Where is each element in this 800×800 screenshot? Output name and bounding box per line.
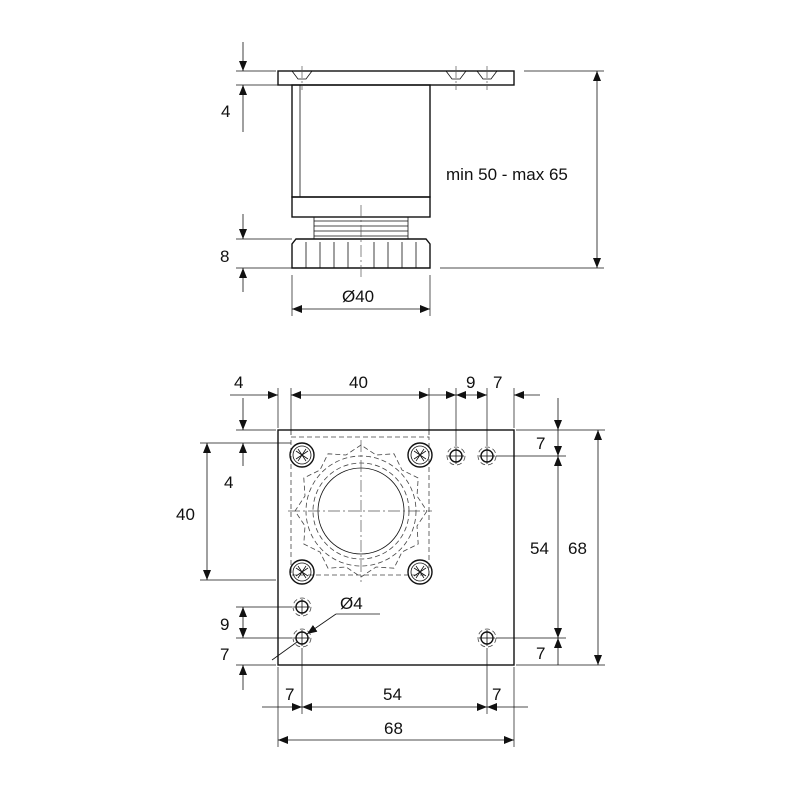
hole-top-2: [477, 446, 497, 466]
dim-label-diameter: Ø40: [342, 287, 374, 306]
dim-diameter: Ø40: [291, 275, 431, 316]
plate-screw-left: [291, 66, 313, 90]
hole-bottom-right: [477, 628, 497, 648]
dim-label-plate-thickness: 4: [221, 102, 230, 121]
dim-label-top-gap-a: 9: [466, 373, 475, 392]
dim-label-foot-height: 8: [220, 247, 229, 266]
dim-label-height-range: min 50 - max 65: [446, 165, 568, 184]
screw-top-left-icon: [289, 442, 315, 468]
dim-label-top-span: 40: [349, 373, 368, 392]
dim-bottom: 7 54 7 68: [262, 648, 528, 747]
dim-label-right-bottom: 7: [536, 644, 545, 663]
dim-right: 7 54 68 7: [496, 398, 605, 666]
dim-label-bottom-span: 54: [383, 685, 402, 704]
dim-label-right-total: 68: [568, 539, 587, 558]
plate-screw-right: [476, 66, 498, 90]
dim-label-left-bottom: 7: [220, 645, 229, 664]
leg-tube: [291, 84, 431, 198]
dim-label-bottom-right: 7: [492, 685, 501, 704]
dim-label-right-top: 7: [536, 434, 545, 453]
dim-label-hole-diameter: Ø4: [340, 594, 363, 613]
base-plate: [277, 429, 515, 666]
hole-top-1: [446, 446, 466, 466]
hole-left-1: [292, 597, 312, 617]
hole-left-2: [292, 628, 312, 648]
dim-height-range: min 50 - max 65: [440, 70, 604, 269]
side-view: 4 min 50 - max 65 8 Ø40: [220, 42, 604, 316]
dim-label-bottom-total: 68: [384, 719, 403, 738]
dim-left: 40 4 9 7: [176, 398, 292, 690]
dim-label-top-gap-b: 7: [493, 373, 502, 392]
dim-label-left-span: 40: [176, 505, 195, 524]
screw-bottom-right-icon: [407, 559, 433, 585]
adjustable-foot: [291, 238, 431, 269]
top-view: 4 40 9 7 7 54 68 7: [176, 373, 605, 747]
hidden-square: [290, 436, 430, 576]
dim-label-left-small: 4: [224, 473, 233, 492]
dim-foot-height: 8: [220, 214, 292, 292]
dim-hole-diameter: Ø4: [271, 594, 380, 661]
dim-plate-thickness: 4: [221, 42, 292, 132]
screw-top-right-icon: [407, 442, 433, 468]
dim-top-row: 4 40 9 7: [230, 373, 540, 446]
screw-bottom-left-icon: [289, 559, 315, 585]
plate-screw-mid: [445, 66, 467, 90]
dim-label-bottom-left: 7: [285, 685, 294, 704]
dim-label-right-span: 54: [530, 539, 549, 558]
dim-label-top-left: 4: [234, 373, 243, 392]
dim-label-left-gap: 9: [220, 615, 229, 634]
